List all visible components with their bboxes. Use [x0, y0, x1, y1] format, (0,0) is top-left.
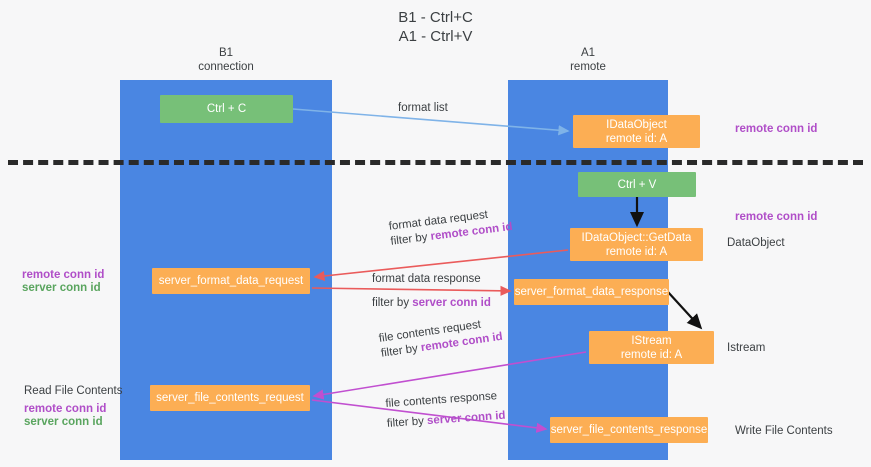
filter-key-server-conn-id: server conn id — [412, 297, 491, 309]
edge-label-file-contents-response: file contents response filter by server … — [385, 389, 506, 432]
edge-label-format-data-response-line2: filter by server conn id — [372, 296, 491, 311]
side-label-left-remote-conn-id-1: remote conn id — [22, 269, 105, 281]
node-server-format-data-response-label: server_format_data_response — [514, 286, 669, 298]
edge-label-format-data-response: format data response filter by server co… — [372, 272, 491, 311]
side-label-remote-conn-id-top: remote conn id — [735, 123, 818, 135]
side-label-read-file-contents: Read File Contents — [24, 385, 123, 397]
node-server-format-data-request-label: server_format_data_request — [158, 275, 304, 287]
node-idataobject-line1: IDataObject — [606, 118, 667, 131]
node-getdata-line1: IDataObject::GetData — [581, 231, 692, 244]
node-idataobject-getdata[interactable]: IDataObject::GetData remote id: A — [570, 228, 703, 261]
node-istream-line1: IStream — [631, 334, 672, 347]
diagram-title-line-1: B1 - Ctrl+C — [398, 9, 473, 26]
filter-prefix: filter by — [389, 230, 432, 248]
edge-label-file-contents-request: file contents request filter by remote c… — [378, 315, 504, 362]
filter-prefix: filter by — [386, 415, 428, 430]
edge-label-format-data-response-line1: format data response — [372, 273, 481, 285]
filter-prefix: filter by — [380, 342, 422, 360]
column-header-b1-sub: connection — [198, 61, 254, 73]
node-getdata-line2: remote id: A — [605, 245, 668, 258]
edge-label-format-data-request: format data request filter by remote con… — [388, 205, 513, 250]
node-ctrl-c[interactable]: Ctrl + C — [160, 95, 293, 123]
node-istream-line2: remote id: A — [620, 348, 683, 361]
node-idataobject[interactable]: IDataObject remote id: A — [573, 115, 700, 148]
edge-label-file-contents-response-line1: file contents response — [385, 390, 498, 410]
node-server-file-contents-request-label: server_file_contents_request — [156, 392, 304, 404]
side-label-remote-conn-id-mid: remote conn id — [735, 211, 818, 223]
node-server-format-data-response[interactable]: server_format_data_response — [514, 279, 669, 305]
node-istream[interactable]: IStream remote id: A — [589, 331, 714, 364]
side-label-write-file-contents: Write File Contents — [735, 425, 833, 437]
edge-label-format-list: format list — [398, 102, 448, 114]
node-server-file-contents-response[interactable]: server_file_contents_response — [550, 417, 708, 443]
node-server-format-data-request[interactable]: server_format_data_request — [152, 268, 310, 294]
edge-response-to-istream — [667, 291, 703, 330]
section-divider — [8, 160, 863, 165]
side-label-left-server-conn-id-2: server conn id — [24, 416, 103, 428]
side-label-istream: Istream — [727, 342, 766, 354]
side-label-left-remote-conn-id-2: remote conn id — [24, 403, 107, 415]
side-label-left-server-conn-id-1: server conn id — [22, 282, 101, 294]
node-server-file-contents-request[interactable]: server_file_contents_request — [150, 385, 310, 411]
node-ctrl-v-label: Ctrl + V — [617, 178, 657, 191]
node-ctrl-v[interactable]: Ctrl + V — [578, 172, 696, 197]
column-header-a1-sub: remote — [570, 61, 606, 73]
column-header-b1: B1 connection — [126, 46, 326, 74]
column-header-a1: A1 remote — [488, 46, 688, 74]
node-ctrl-c-label: Ctrl + C — [206, 103, 247, 115]
column-header-a1-name: A1 — [580, 47, 596, 59]
side-label-dataobject: DataObject — [727, 237, 785, 249]
node-server-file-contents-response-label: server_file_contents_response — [550, 424, 708, 436]
filter-key-server-conn-id: server conn id — [426, 409, 506, 428]
diagram-title-line-2: A1 - Ctrl+V — [398, 28, 473, 45]
filter-prefix: filter by — [372, 297, 413, 309]
node-idataobject-line2: remote id: A — [605, 132, 668, 145]
edge-label-file-contents-response-line2: filter by server conn id — [386, 409, 506, 432]
column-header-b1-name: B1 — [218, 47, 234, 59]
